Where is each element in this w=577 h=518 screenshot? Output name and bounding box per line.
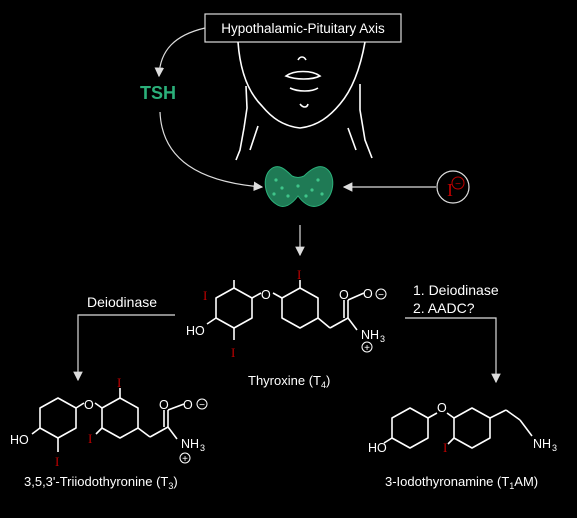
right-enzyme-step-1: 1. Deiodinase [413, 282, 499, 298]
svg-text:O: O [183, 398, 193, 412]
svg-text:O: O [339, 288, 349, 302]
svg-text:HO: HO [10, 433, 29, 447]
svg-text:O: O [261, 288, 271, 302]
left-enzyme-label: Deiodinase [87, 294, 157, 310]
svg-text:+: + [364, 343, 370, 354]
thyroxine-structure: O HO I I I O O − NH 3 + [186, 267, 387, 360]
right-enzyme-step-2: 2. AADC? [413, 300, 475, 316]
svg-text:HO: HO [186, 324, 205, 338]
iodothyronamine-structure: O HO I NH 3 [368, 401, 557, 455]
arrow-axis-to-tsh [154, 27, 206, 78]
neck-outline-illustration [235, 41, 373, 161]
arrow-tsh-to-thyroid [159, 111, 264, 192]
svg-text:I: I [117, 375, 121, 390]
iodide-ion-icon: I − [436, 170, 470, 204]
tsh-label: TSH [140, 83, 176, 103]
svg-text:O: O [437, 401, 447, 415]
triiodothyronine-structure: O HO I I I O O − NH 3 + [10, 375, 208, 469]
svg-text:O: O [363, 287, 373, 301]
svg-text:O: O [84, 398, 94, 412]
svg-text:I: I [88, 431, 92, 446]
svg-text:I: I [447, 180, 453, 200]
hypothalamic-pituitary-axis-box: Hypothalamic-Pituitary Axis [204, 13, 402, 43]
svg-text:−: − [378, 290, 384, 301]
svg-text:I: I [297, 267, 301, 282]
arrow-to-t1am [405, 317, 501, 384]
svg-text:−: − [199, 400, 205, 411]
svg-text:−: − [455, 179, 461, 190]
svg-text:NH: NH [533, 437, 551, 451]
svg-text:3: 3 [552, 443, 557, 453]
svg-text:I: I [443, 440, 447, 455]
axis-box-label: Hypothalamic-Pituitary Axis [221, 21, 385, 36]
thyroid-gland-icon [264, 166, 334, 207]
thyroxine-label: Thyroxine (T4) [248, 373, 330, 390]
svg-text:3: 3 [200, 443, 205, 453]
svg-text:NH: NH [181, 437, 199, 451]
svg-text:I: I [55, 454, 59, 469]
t3-label: 3,5,3'-Triiodothyronine (T3) [24, 474, 178, 491]
svg-text:3: 3 [380, 334, 385, 344]
svg-text:HO: HO [368, 441, 387, 455]
arrow-to-t3 [73, 314, 175, 382]
svg-text:NH: NH [361, 328, 379, 342]
svg-text:I: I [231, 345, 235, 360]
svg-text:I: I [203, 288, 207, 303]
t1am-label: 3-Iodothyronamine (T1AM) [385, 474, 538, 491]
svg-text:+: + [182, 454, 188, 465]
svg-text:O: O [159, 398, 169, 412]
